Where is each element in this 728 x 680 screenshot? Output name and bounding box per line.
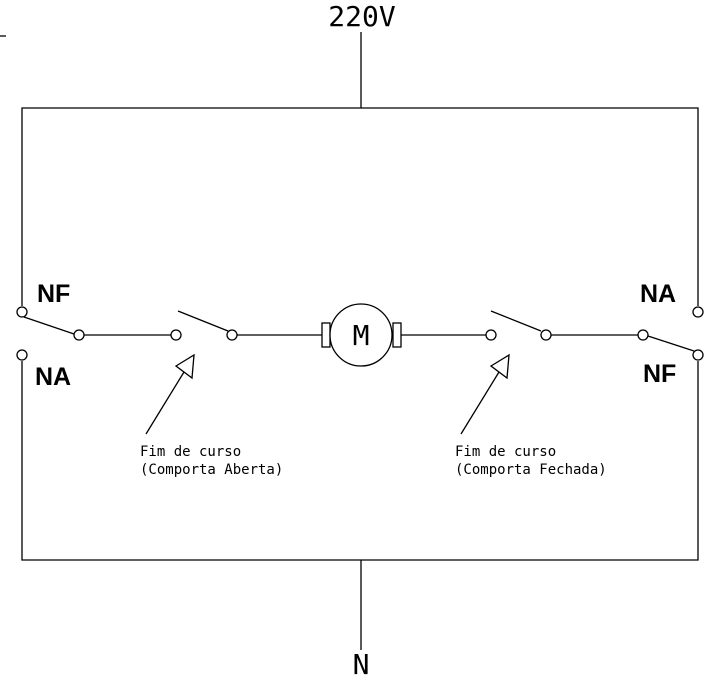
right-common-terminal (637, 329, 649, 341)
motor-brush-left (321, 322, 331, 348)
left-limit-leader (145, 371, 185, 435)
top-bus-wire (21, 107, 699, 306)
right-nf-terminal (692, 349, 704, 361)
right-limit-terminal-a (485, 329, 497, 341)
left-limit-terminal-b (226, 329, 238, 341)
right-na-label: NA (640, 280, 676, 308)
right-limit-caption-1: Fim de curso (455, 444, 556, 460)
right-nf-label: NF (643, 360, 676, 388)
left-limit-caption-1: Fim de curso (140, 444, 241, 460)
left-limit-terminal-a (170, 329, 182, 341)
neutral-label: N (353, 648, 370, 680)
left-common-terminal (73, 329, 85, 341)
motor-label: M (353, 319, 370, 352)
supply-220v-label: 220V (328, 0, 396, 33)
bottom-bus-wire (21, 361, 699, 561)
left-nf-terminal (16, 306, 28, 318)
left-changeover-blade (23, 316, 75, 335)
left-na-label: NA (35, 363, 71, 391)
right-changeover-blade (647, 335, 695, 352)
left-limit-caption-2: (Comporta Aberta) (140, 462, 283, 478)
right-limit-actuator (489, 353, 510, 380)
right-limit-caption-2: (Comporta Fechada) (455, 462, 607, 478)
left-limit-actuator (174, 353, 195, 380)
right-na-terminal (692, 306, 704, 318)
left-na-terminal (16, 349, 28, 361)
motor-symbol (329, 303, 393, 367)
right-limit-terminal-b (540, 329, 552, 341)
right-limit-leader (460, 371, 500, 435)
right-limit-blade (490, 310, 542, 332)
left-nf-label: NF (37, 280, 70, 308)
motor-brush-right (392, 322, 402, 348)
left-limit-blade (177, 310, 229, 332)
